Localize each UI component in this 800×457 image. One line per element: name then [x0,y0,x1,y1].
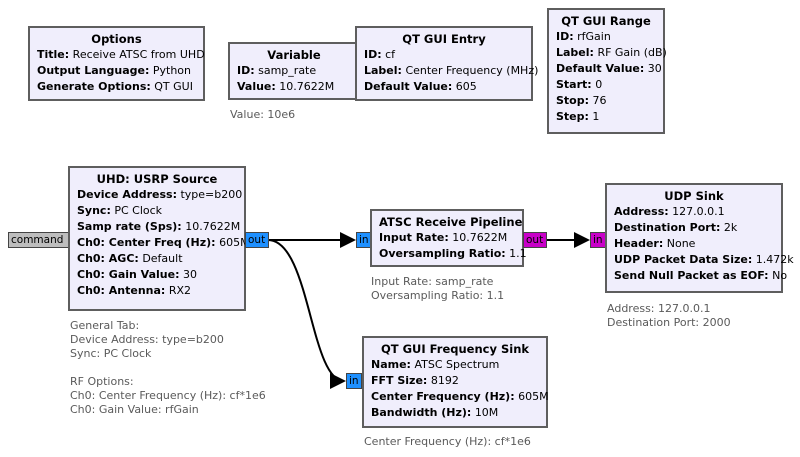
block-param: Label: Center Frequency (MHz) [364,64,539,77]
block-param: Ch0: Center Freq (Hz): 605M [77,236,250,249]
block-param: Oversampling Ratio: 1.1 [379,247,527,260]
atsc-note: Input Rate: samp_rate Oversampling Ratio… [371,275,505,302]
usrp-command-port[interactable]: command [8,232,69,248]
block-param: ID: rfGain [556,30,611,43]
block-param: ID: cf [364,48,396,61]
block-param: Send Null Packet as EOF: No [614,269,788,282]
block-title: Variable [267,48,321,62]
block-param: Ch0: Gain Value: 30 [77,268,197,281]
block-param: Samp rate (Sps): 10.7622M [77,220,241,233]
block-param: Value: 10.7622M [237,80,335,93]
variable-block[interactable]: Variable ID: samp_rate Value: 10.7622M [228,42,360,100]
block-title: QT GUI Range [561,14,651,28]
block-param: Ch0: Antenna: RX2 [77,284,192,297]
qt-gui-frequency-sink-block[interactable]: QT GUI Frequency Sink Name: ATSC Spectru… [362,336,549,428]
atsc-out-port[interactable]: out [523,232,547,248]
block-param: Bandwidth (Hz): 10M [371,406,499,419]
block-param: Device Address: type=b200 [77,188,243,201]
usrp-out-port[interactable]: out [245,232,269,248]
block-title: UDP Sink [664,189,724,203]
freqsink-in-port[interactable]: in [346,373,362,389]
qt-gui-entry-block[interactable]: QT GUI Entry ID: cf Label: Center Freque… [355,26,539,101]
block-param: Label: RF Gain (dB) [556,46,667,59]
udp-in-port[interactable]: in [590,232,606,248]
block-param: Ch0: AGC: Default [77,252,183,265]
udp-sink-block[interactable]: UDP Sink Address: 127.0.0.1 Destination … [605,183,794,293]
block-param: Address: 127.0.0.1 [614,205,725,218]
block-param: Title: Receive ATSC from UHD [37,48,205,61]
variable-note: Value: 10e6 [230,108,296,121]
block-param: Default Value: 605 [364,80,477,93]
block-title: Options [91,32,142,46]
atsc-receive-pipeline-block[interactable]: ATSC Receive Pipeline Input Rate: 10.762… [370,209,527,267]
block-param: Center Frequency (Hz): 605M [371,390,549,403]
block-param: ID: samp_rate [237,64,317,77]
block-param: Destination Port: 2k [614,221,738,234]
udp-note: Address: 127.0.0.1 Destination Port: 200… [607,302,731,329]
block-param: Output Language: Python [37,64,191,77]
block-title: UHD: USRP Source [96,172,218,186]
wire-usrp-to-freqsink [267,239,346,389]
block-param: Name: ATSC Spectrum [371,358,500,371]
block-title: QT GUI Frequency Sink [380,342,530,356]
block-param: FFT Size: 8192 [371,374,459,387]
options-block[interactable]: Options Title: Receive ATSC from UHD Out… [28,26,205,101]
qt-gui-range-block[interactable]: QT GUI Range ID: rfGain Label: RF Gain (… [547,8,667,134]
block-param: Start: 0 [556,78,603,91]
block-param: Stop: 76 [556,94,607,107]
usrp-note: General Tab: Device Address: type=b200 S… [70,319,266,416]
block-param: UDP Packet Data Size: 1.472k [614,253,794,266]
block-param: Step: 1 [556,110,600,123]
block-param: Sync: PC Clock [77,204,163,217]
block-param: Generate Options: QT GUI [37,80,193,93]
block-param: Input Rate: 10.7622M [379,231,508,244]
block-param: Header: None [614,237,696,250]
freqsink-note: Center Frequency (Hz): cf*1e6 [364,435,531,448]
block-param: Default Value: 30 [556,62,662,75]
block-title: QT GUI Entry [402,32,486,46]
uhd-usrp-source-block[interactable]: UHD: USRP Source Device Address: type=b2… [68,166,250,311]
block-title: ATSC Receive Pipeline [379,215,523,229]
